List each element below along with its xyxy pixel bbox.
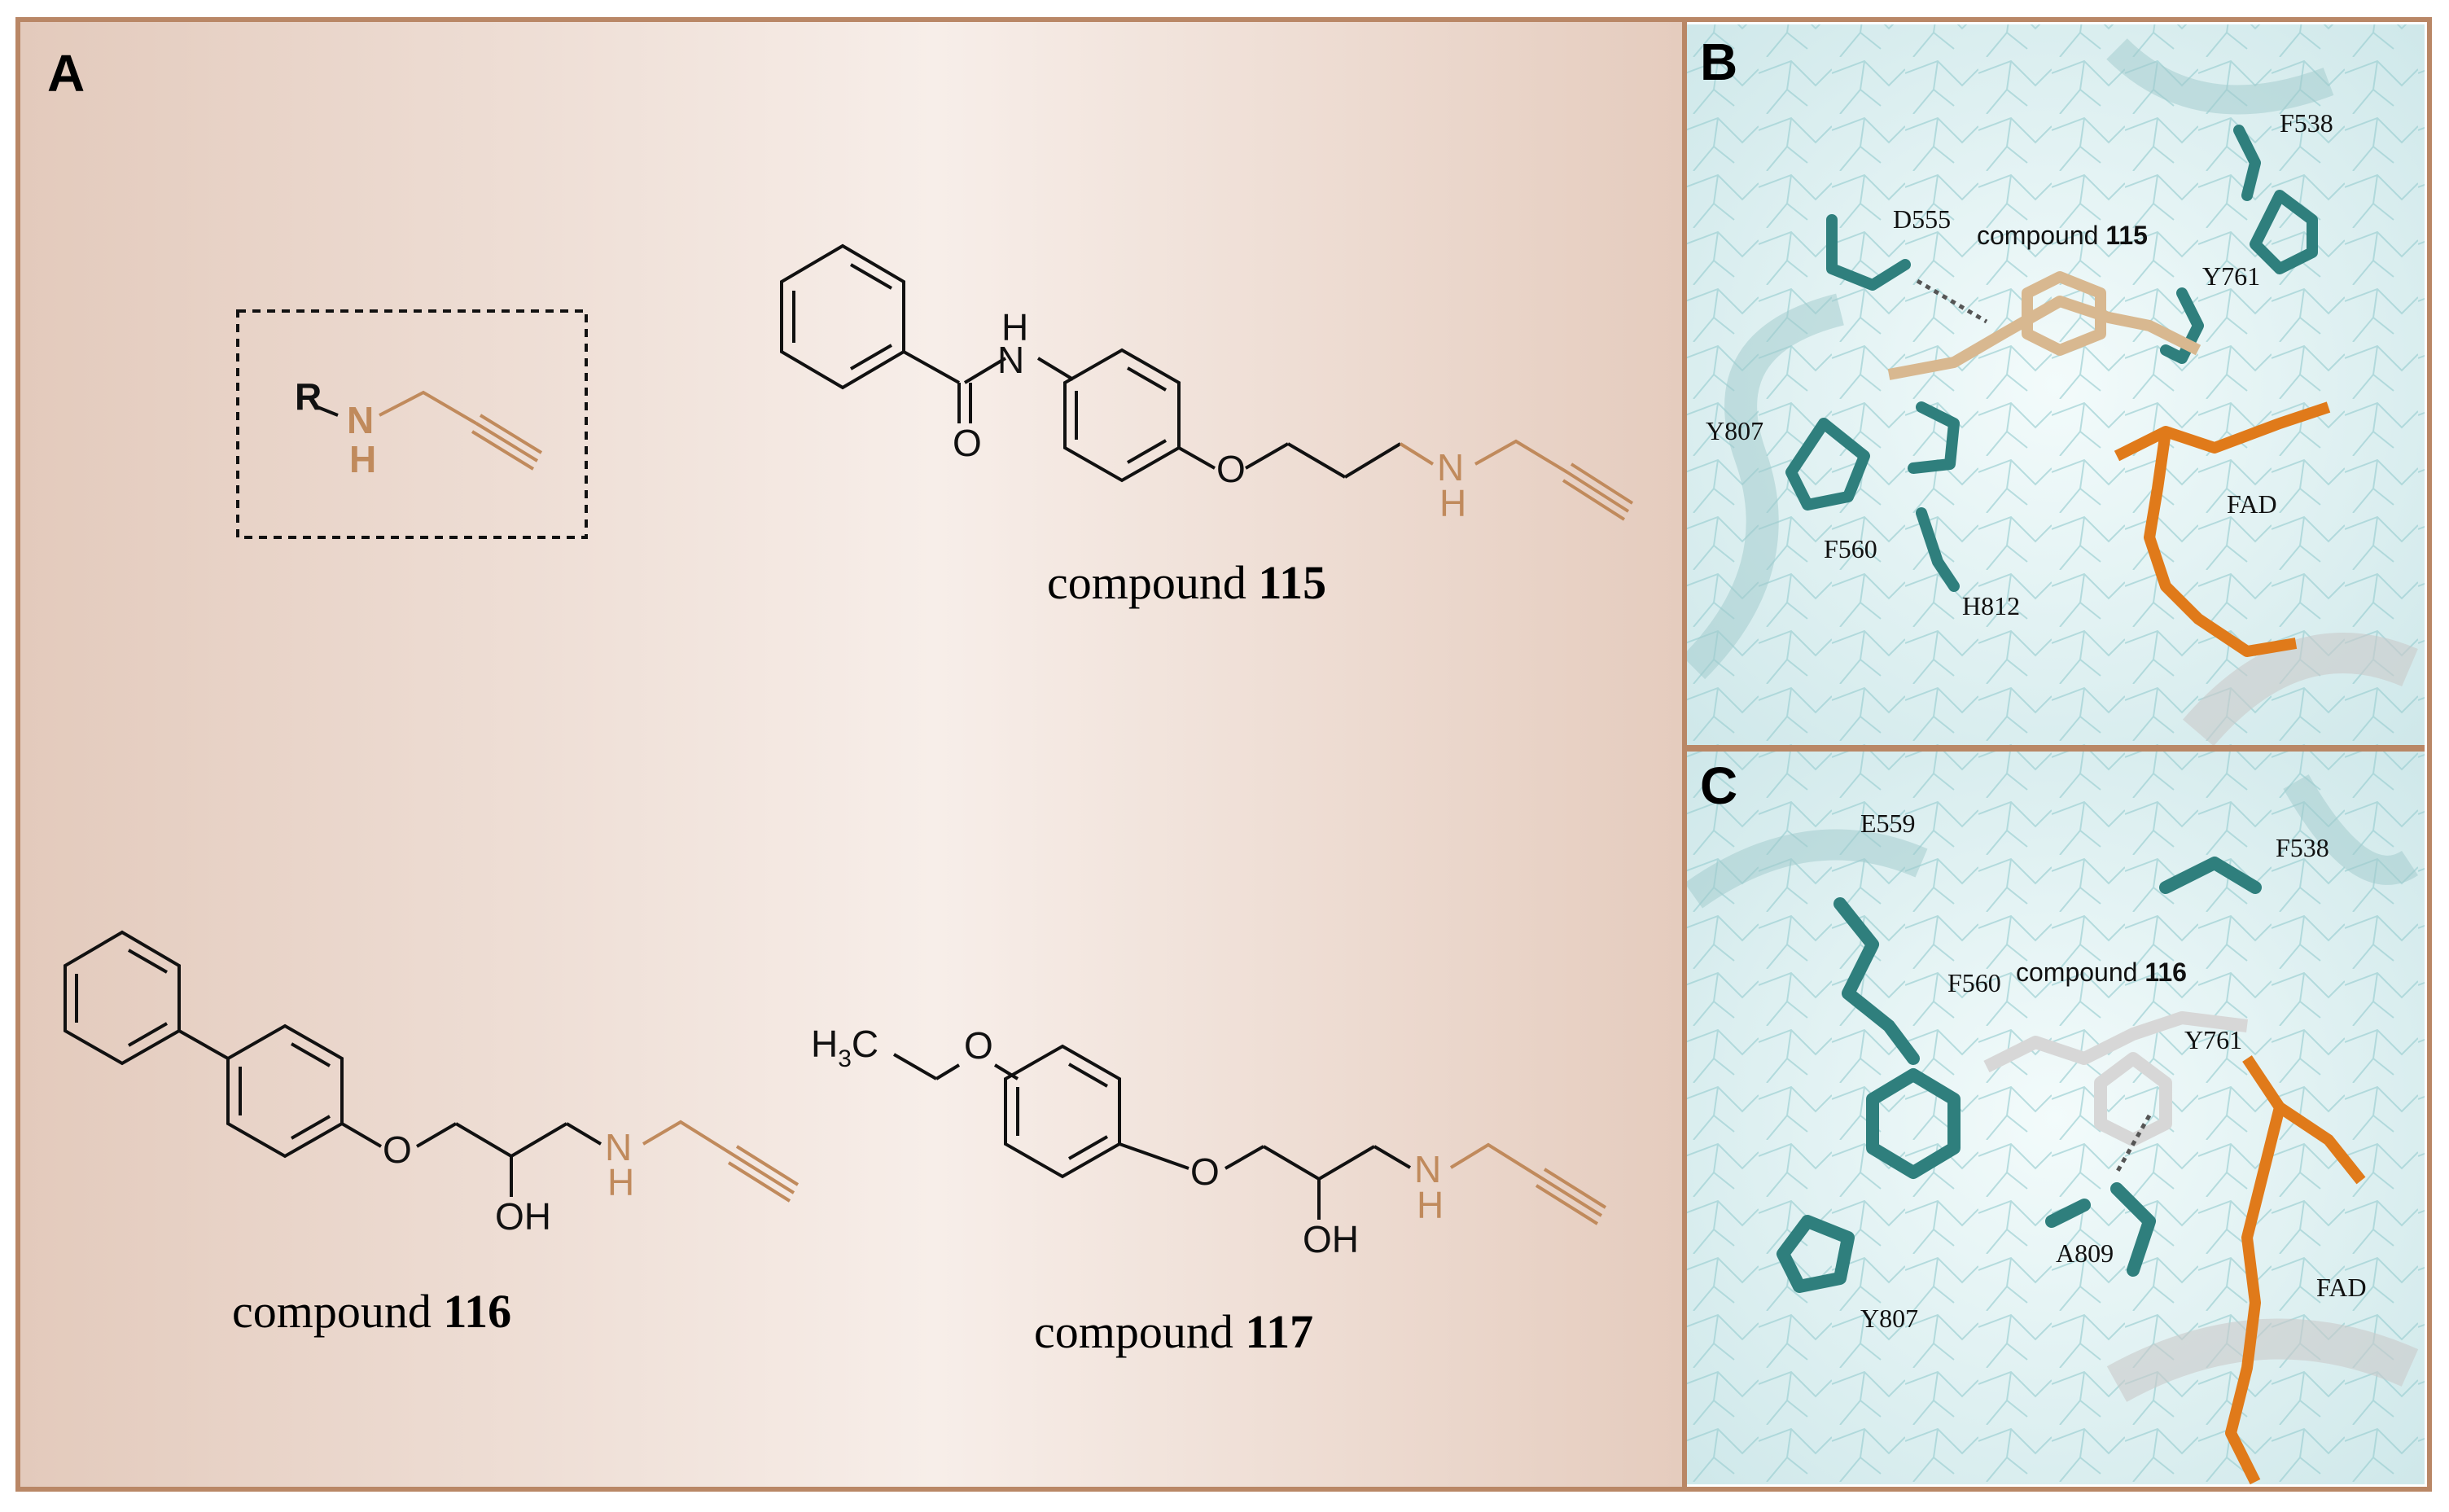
panel-c [1687,752,2425,1484]
svg-text:N: N [997,339,1024,381]
panel-b-residue: Y807 [1706,416,1763,445]
structure-compound-115 [780,243,1402,483]
panel-b-letter: B [1700,33,1737,91]
panel-b-residue: FAD [2227,489,2277,519]
panel-b-residue: F538 [2280,108,2333,138]
svg-text:O: O [383,1129,412,1171]
svg-text:O: O [1216,448,1246,490]
svg-text:O: O [953,422,982,464]
panel-b-residue: Y761 [2202,261,2260,291]
caption-compound-115: compound 115 [1047,556,1326,609]
svg-text:H: H [1439,482,1466,524]
svg-text:N: N [605,1126,632,1168]
panel-c-residue: A809 [2056,1238,2114,1268]
svg-text:R: R [295,375,322,418]
panel-b-ligand-label: compound 115 [1977,221,2148,250]
panel-c-residue: Y807 [1860,1304,1918,1333]
panel-b-residue: D555 [1893,204,1951,234]
svg-text:N: N [347,399,374,441]
panel-a-background [20,22,1682,1487]
svg-text:H: H [1001,306,1028,348]
caption-compound-116: compound 116 [232,1285,511,1338]
structure-compound-116 [64,930,602,1197]
panel-c-residue: Y761 [2184,1025,2242,1054]
panel-c-residue: FAD [2316,1273,2367,1302]
svg-text:H: H [1417,1184,1444,1226]
panel-b-residue: H812 [1962,591,2020,620]
propargylamine-scaffold: R N H [236,309,588,539]
svg-text:H: H [349,438,376,480]
figure-frame [15,17,2432,1492]
svg-text:H: H [607,1161,634,1203]
svg-text:H3C: H3C [811,1023,878,1072]
structure-compound-117 [893,1044,1412,1220]
svg-text:O: O [1190,1150,1220,1193]
svg-text:O: O [964,1024,993,1067]
svg-text:N: N [1437,446,1464,489]
panel-b [1687,24,2425,745]
panel-a-letter: A [47,44,85,103]
panel-b-residue: F560 [1824,534,1877,563]
svg-text:OH: OH [495,1195,551,1238]
panel-c-ligand-label: compound 116 [2016,958,2187,987]
svg-text:OH: OH [1303,1218,1359,1260]
svg-text:N: N [1414,1148,1441,1190]
panel-c-residue: F538 [2276,833,2329,862]
panel-c-residue: E559 [1860,809,1916,838]
panel-a: A R N H H N [20,22,1687,1487]
panel-c-letter: C [1700,756,1737,815]
panel-c-residue: F560 [1947,968,2001,997]
caption-compound-117: compound 117 [1034,1305,1313,1358]
